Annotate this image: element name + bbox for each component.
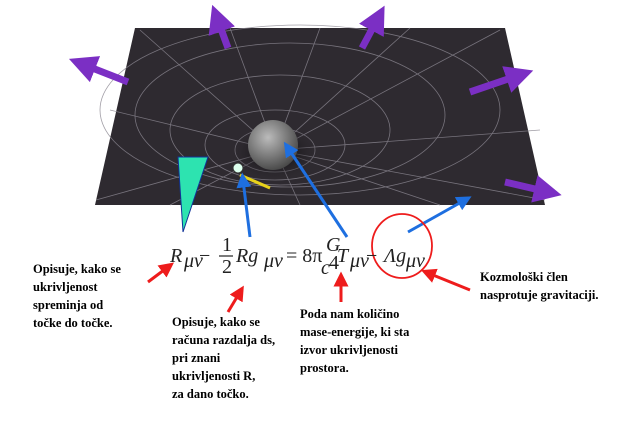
metric-term: Rg (235, 245, 258, 267)
note-line: prostora. (300, 361, 349, 375)
c-constant: c (321, 257, 330, 279)
exponent: 4 (329, 252, 339, 274)
cosmological-circle (371, 213, 433, 279)
spacetime-plane (95, 28, 545, 205)
blue-pointer (236, 172, 252, 238)
note-metric: Opisuje, kako se računa razdalja ds, pri… (172, 313, 275, 403)
note-line: točke do točke. (33, 316, 113, 330)
note-line: za dano točko. (172, 387, 249, 401)
note-line: Opisuje, kako se (33, 262, 121, 276)
field-equation: R μν − 1 2 Rg μν = 8π G c 4 T μν − Λg μν (169, 234, 425, 279)
purple-arrow (68, 56, 130, 86)
mass-sphere (248, 120, 298, 170)
note-line: Poda nam količino (300, 307, 400, 321)
red-arrow (147, 262, 174, 284)
note-line: ukrivljenosti R, (172, 369, 256, 383)
note-line: pri znani (172, 351, 221, 365)
subscript: μν (263, 250, 283, 272)
fraction-numerator: 1 (222, 234, 232, 256)
red-arrow (421, 268, 471, 292)
note-line: nasprotuje gravitaciji. (480, 288, 599, 302)
note-line: računa razdalja ds, (172, 333, 276, 347)
note-cosmological: Kozmološki člen nasprotuje gravitaciji. (480, 268, 599, 304)
red-arrow (226, 285, 244, 313)
note-stress-energy: Poda nam količino mase-energije, ki sta … (300, 305, 409, 377)
expansion-arrows (68, 4, 562, 203)
note-line: Opisuje, kako se (172, 315, 260, 329)
note-line: mase-energije, ki sta (300, 325, 410, 339)
minus-sign: − (366, 245, 377, 267)
purple-arrow (468, 66, 534, 96)
blue-pointer (283, 141, 349, 238)
purple-arrow (358, 5, 385, 50)
fraction-denominator: 2 (222, 256, 232, 278)
blue-pointer (407, 196, 472, 234)
subscript: μν (349, 250, 369, 272)
note-line: Kozmološki člen (480, 270, 568, 284)
note-line: spreminja od (33, 298, 104, 312)
cosmological-term: Λg (382, 245, 406, 267)
note-ricci: Opisuje, kako se ukrivljenost spreminja … (33, 260, 121, 332)
purple-arrow (504, 175, 562, 203)
note-line: izvor ukrivljenosti (300, 343, 399, 357)
note-line: ukrivljenost (33, 280, 98, 294)
subscript: μν (405, 250, 425, 272)
ricci-R: R (169, 245, 182, 267)
stress-energy-T: T (337, 245, 350, 267)
equals-8pi: = 8π (286, 245, 322, 267)
subscript: μν (183, 250, 203, 272)
G-constant: G (326, 234, 341, 256)
minus-sign: − (199, 245, 210, 267)
green-pointer (177, 156, 209, 233)
purple-arrow (208, 4, 235, 50)
